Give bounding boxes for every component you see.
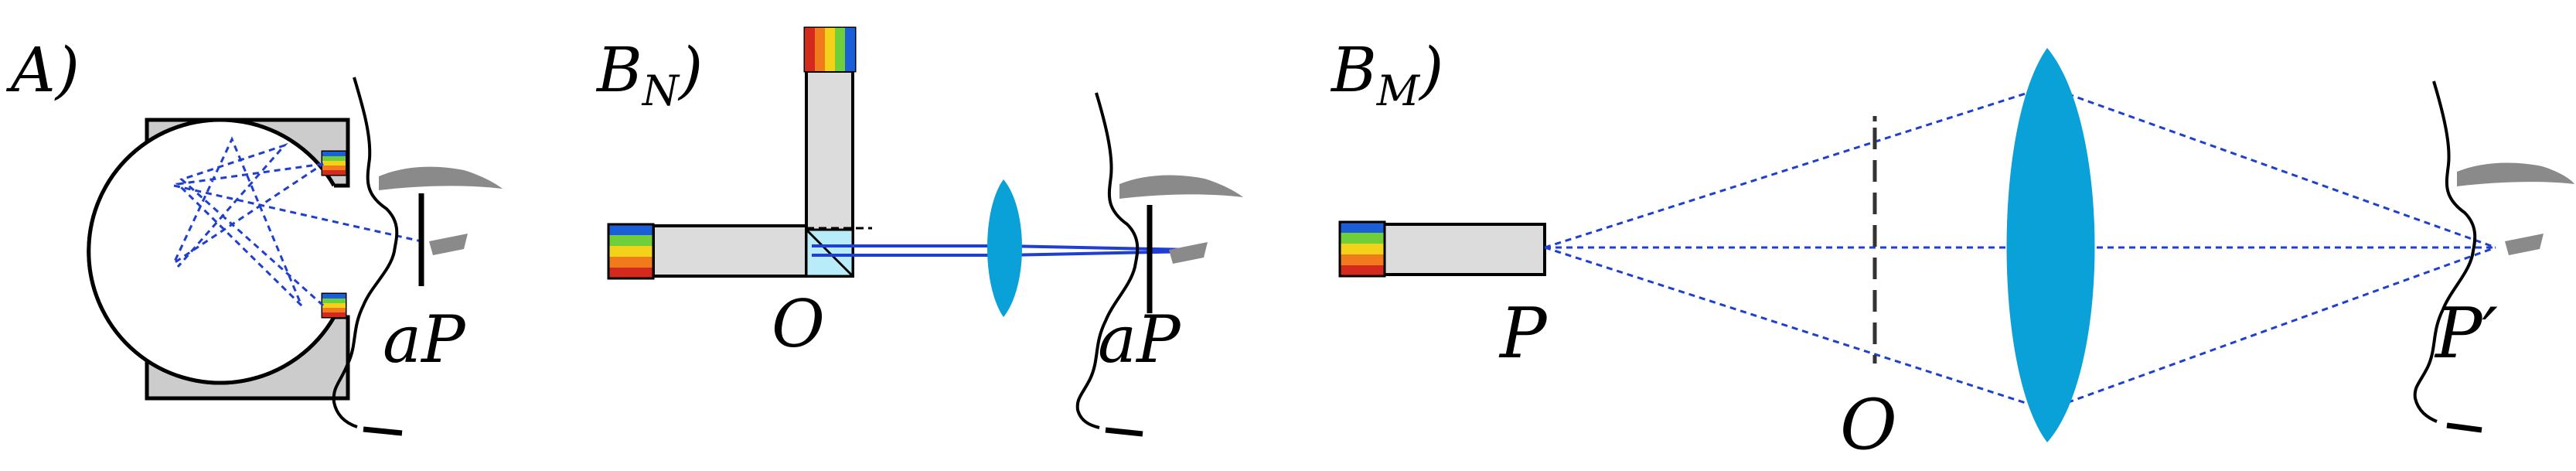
source-spectrum-bm [1338, 220, 1386, 278]
source-tube [1382, 223, 1546, 276]
source-chip-bottom [321, 292, 347, 319]
eyebrow-bm [2457, 162, 2574, 186]
panel-a: A) [5, 34, 503, 436]
mouth-mark-bm [2446, 422, 2482, 433]
mouth-mark [363, 426, 403, 436]
image-label-bm: P′ [2434, 293, 2498, 374]
face-profile-bn [1075, 92, 1140, 429]
panel-bm: BM) P O P′ [1330, 34, 2574, 466]
panel-bm-label: BM) [1330, 34, 1443, 115]
beam-splitter-diagonal [805, 228, 854, 278]
face-profile-bm [2413, 80, 2477, 423]
origin-label-bm: O [1840, 384, 1897, 466]
horizontal-source-spectrum [607, 223, 655, 280]
eyebrow-bn [1119, 175, 1243, 199]
beam-lines [812, 244, 1191, 257]
maxwellian-lens [987, 179, 1022, 317]
eye-bn [1169, 242, 1208, 264]
eye [429, 234, 468, 255]
ray-diagram [1544, 85, 2496, 411]
sphere-cavity [87, 118, 336, 385]
maxwellian-lens-bm [2006, 48, 2095, 442]
horizontal-tube [652, 224, 808, 278]
origin-label-bn: O [772, 286, 825, 362]
panel-bn: BN) [595, 26, 1243, 437]
eyebrow [379, 166, 503, 190]
mouth-mark-bn [1105, 427, 1143, 437]
panel-bn-label: BN) [595, 34, 703, 115]
aperture-label-bn: aP [1098, 302, 1181, 377]
face-profile [332, 77, 399, 428]
panel-a-label: A) [5, 34, 80, 106]
source-chip-top [321, 150, 347, 176]
aperture-label: aP [383, 302, 466, 377]
eye-bm [2505, 234, 2544, 255]
vertical-source-spectrum [803, 26, 857, 73]
source-label-bm: P [1498, 293, 1548, 374]
scattered-rays [171, 136, 422, 307]
